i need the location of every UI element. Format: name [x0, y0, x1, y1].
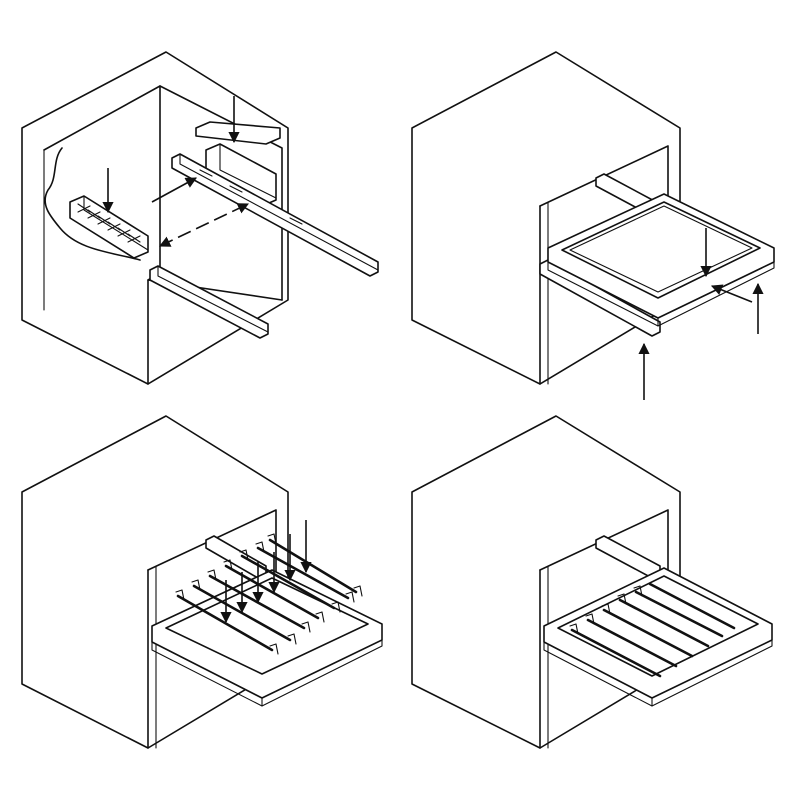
cable: [44, 147, 141, 261]
drawer-frame: [547, 193, 775, 327]
drawer-slide-right: [171, 153, 379, 277]
cabinet-outline: [21, 51, 289, 385]
panel-step-1: [21, 51, 379, 385]
arrow-attach-dashed: [158, 203, 250, 247]
drawer-slide-left: [149, 265, 269, 339]
panel-step-4: [411, 415, 773, 749]
panel-step-2: [411, 51, 775, 400]
panel-step-3: [21, 415, 383, 749]
assembled-rod-drawer: [543, 567, 773, 707]
slide-rear: [595, 535, 661, 579]
arrow-to-slide: [151, 177, 197, 203]
arrow-push-frame: [710, 284, 753, 303]
front-bracket: [69, 195, 149, 259]
